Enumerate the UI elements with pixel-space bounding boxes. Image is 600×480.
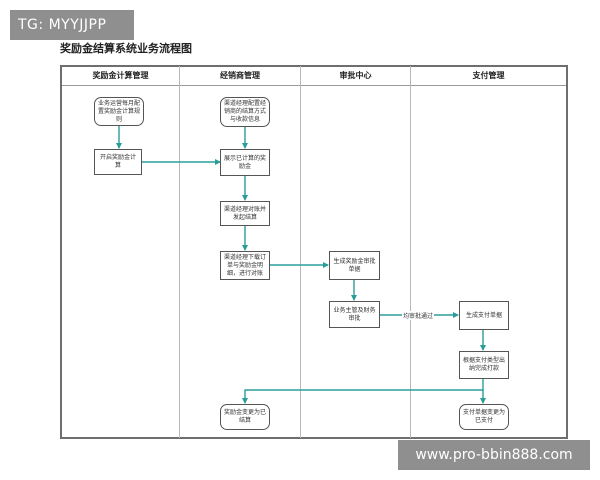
node-configure-settlement: 渠道经理配置经销商的结算方式与收款信息 <box>220 97 270 127</box>
lane-title-dealer: 经销商管理 <box>220 71 260 80</box>
watermark-url: www.pro-bbin888.com <box>398 440 590 470</box>
node-show-rewards: 展示已计算的奖励金 <box>220 149 270 176</box>
node-reward-settled: 奖励金变更为已结算 <box>220 404 270 430</box>
node-generate-payment: 生成支付单据 <box>459 301 509 330</box>
lane-title-reward-calc: 奖励金计算管理 <box>92 71 149 80</box>
lane-title-payment: 支付管理 <box>472 71 505 80</box>
node-cashier-pay: 根据支付类型出纳完成打款 <box>459 351 509 379</box>
node-generate-approval: 生成奖励金审批单据 <box>329 251 380 280</box>
node-configure-rules: 业务运营每月配置奖励金计算规则 <box>94 97 144 126</box>
node-manager-finance-approval: 业务主管及财务审批 <box>329 301 380 328</box>
swimlane-frame <box>60 65 568 439</box>
diagram-title: 奖励金结算系统业务流程图 <box>60 42 192 55</box>
node-reconcile-settle: 渠道经理对账并发起结算 <box>220 201 270 226</box>
node-payment-paid: 支付单据变更为已支付 <box>459 404 509 430</box>
edge-label-approved: 均审批通过 <box>402 311 435 320</box>
lane-separator <box>300 66 301 438</box>
lane-separator <box>179 66 180 438</box>
node-download-reconcile: 渠道经理下载订单与奖励金明细，进行对账 <box>220 251 270 280</box>
lane-title-approval: 审批中心 <box>339 71 372 80</box>
header-divider <box>62 85 566 86</box>
watermark-tag: TG: MYYJJPP <box>10 10 134 40</box>
lane-separator <box>410 66 411 438</box>
node-start-calculation: 开启奖励金计算 <box>94 149 142 175</box>
